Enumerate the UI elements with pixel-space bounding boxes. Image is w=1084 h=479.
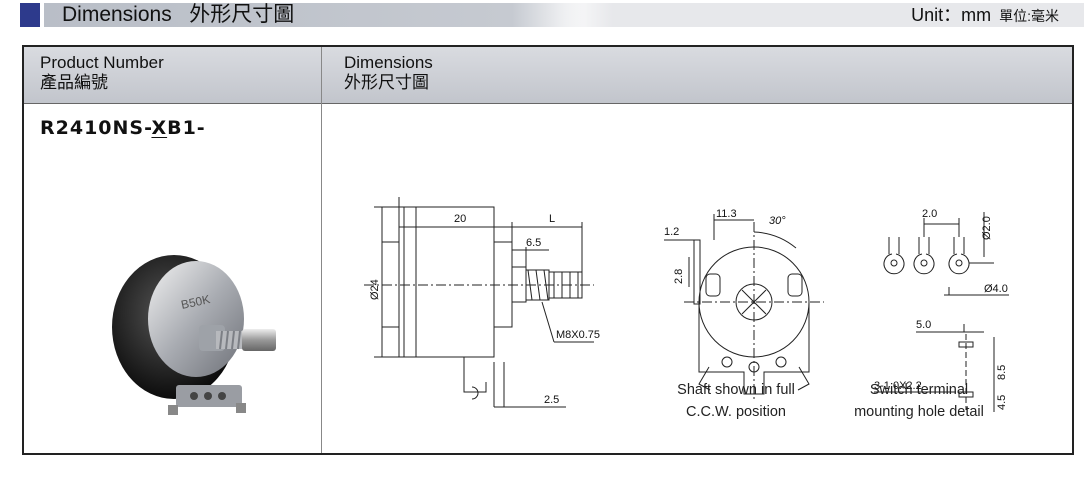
dim-slot-height: 8.5 [996,365,1008,380]
terminal-caption-line1: Switch terminal [869,382,969,398]
front-view-caption-line1: Shaft shown in full [677,382,795,398]
column-header-dimensions-cn: 外形尺寸圖 [344,73,429,92]
dim-slot-pitch: 5.0 [916,319,931,331]
unit-label: Unit：mm 單位:毫米 [911,3,1059,27]
product-number-suffix: B1- [167,117,206,139]
photo-shaft [242,329,276,351]
dim-tab-height: 2.8 [673,269,685,284]
photo-metal-plate [148,261,244,377]
dim-terminal-hole: Ø2.0 [981,216,993,240]
photo-knob-label: B50K [180,292,212,312]
section-title-en: Dimensions [62,3,172,26]
column-header-product-number-en: Product Number [40,53,164,72]
potentiometer-photo: B50K [112,255,276,415]
unit-en: Unit：mm [911,5,992,25]
dim-body-diameter: Ø24 [369,279,381,300]
terminal-caption: Switch terminal mounting hole detail [834,379,1004,423]
dim-thread: M8X0.75 [556,329,600,341]
column-header-product-number-cn: 產品編號 [40,73,108,92]
dim-slot-size: 3-1.0X2.2 [874,380,922,392]
unit-cn: 單位:毫米 [999,8,1059,24]
front-view-caption-line2: C.C.W. position [686,404,786,420]
product-number-prefix: R2410NS- [40,117,152,139]
dim-shaft-offset: 11.3 [716,208,737,220]
dim-body-length: 20 [454,213,466,225]
section-title: Dimensions 外形尺寸圖 [62,3,294,27]
column-header-dimensions: Dimensions 外形尺寸圖 [344,53,433,93]
section-header: Dimensions 外形尺寸圖 Unit：mm 單位:毫米 [0,0,1084,28]
dimensions-table: Product Number 產品編號 Dimensions 外形尺寸圖 R24… [22,45,1074,455]
column-divider [321,47,322,453]
dim-terminal-pitch: 2.0 [922,208,937,220]
dim-terminal-outer: Ø4.0 [984,283,1008,295]
column-header-dimensions-en: Dimensions [344,53,433,72]
section-title-cn: 外形尺寸圖 [189,3,295,26]
terminal-detail [874,212,1009,412]
header-accent-block [20,3,40,27]
header-band-right [560,3,1084,27]
front-view-caption: Shaft shown in full C.C.W. position [646,379,826,423]
side-view [364,197,594,408]
product-number-variable: X [151,117,168,139]
photo-thread [216,330,244,350]
dim-angle: 30° [769,215,786,227]
product-number: R2410NS-XB1- [40,117,206,139]
dim-bushing-length: 6.5 [526,237,541,249]
dim-tab: 1.2 [664,226,679,238]
front-view [664,214,824,402]
dim-terminal-offset: 2.5 [544,394,559,406]
technical-drawing: 20 L 6.5 Ø24 M8X0.75 2.5 11.3 30° 1.2 2.… [364,197,1009,412]
terminal-caption-line2: mounting hole detail [854,404,984,420]
column-header-product-number: Product Number 產品編號 [40,53,164,93]
photo-terminals [168,385,246,415]
table-header-row: Product Number 產品編號 Dimensions 外形尺寸圖 [24,47,1072,104]
dim-shaft-length: L [549,213,555,225]
dim-slot-low: 4.5 [996,395,1008,410]
